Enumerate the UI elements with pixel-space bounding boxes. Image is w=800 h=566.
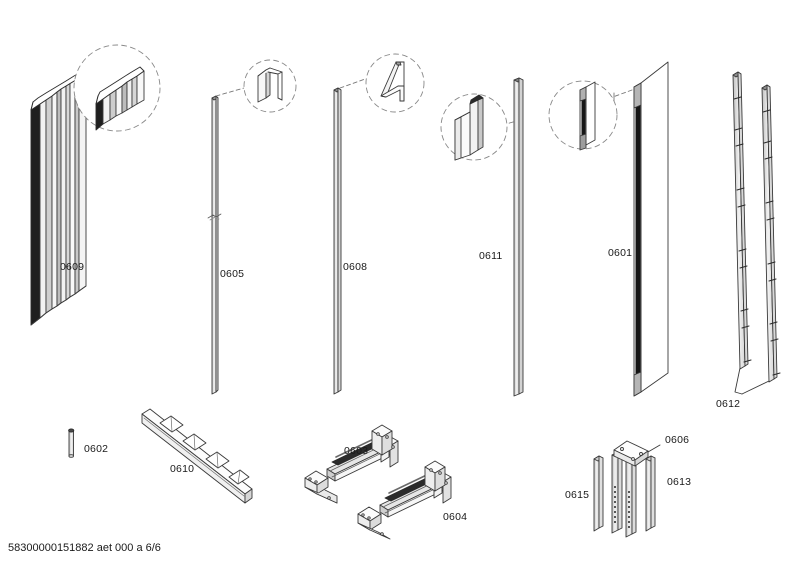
callout-label-0602: 0602 bbox=[84, 443, 109, 455]
callout-label-0605: 0605 bbox=[220, 268, 245, 280]
part-0604-slide-rail bbox=[357, 460, 452, 540]
part-0613-strip bbox=[645, 455, 656, 532]
callout-label-0603: 0603 bbox=[344, 445, 369, 457]
detail-circle-0611 bbox=[440, 93, 508, 161]
part-0610-angle-bracket bbox=[141, 408, 253, 504]
part-0612-notched-rails bbox=[732, 71, 781, 395]
part-0606-perforated-bracket bbox=[611, 440, 661, 538]
callout-label-0613: 0613 bbox=[667, 476, 692, 488]
part-0603-slide-rail bbox=[304, 424, 399, 504]
part-0615-strip bbox=[593, 455, 604, 532]
callout-label-0604: 0604 bbox=[443, 511, 468, 523]
part-0605-thin-rail bbox=[207, 87, 245, 395]
part-0602-pin bbox=[68, 428, 75, 458]
callout-label-0615: 0615 bbox=[565, 489, 590, 501]
callout-label-0608: 0608 bbox=[343, 261, 368, 273]
callout-label-0601: 0601 bbox=[608, 247, 633, 259]
detail-circle-0601 bbox=[548, 80, 618, 151]
part-0601-door-panel bbox=[609, 61, 669, 397]
document-footer-text: 58300000151882 aet 000 a 6/6 bbox=[8, 542, 161, 554]
callout-label-0606: 0606 bbox=[665, 434, 690, 446]
callout-label-0610: 0610 bbox=[170, 463, 195, 475]
detail-circle-0605 bbox=[243, 59, 297, 113]
part-0608-thin-rail bbox=[333, 77, 369, 395]
part-0611-thin-rail bbox=[495, 77, 524, 397]
detail-circle-0608 bbox=[365, 53, 425, 113]
callout-label-0612: 0612 bbox=[716, 398, 741, 410]
callout-label-0611: 0611 bbox=[479, 250, 503, 262]
detail-circle-0609 bbox=[73, 44, 161, 132]
callout-label-0609: 0609 bbox=[60, 261, 85, 273]
part-0609-ribbed-profile bbox=[30, 70, 87, 326]
